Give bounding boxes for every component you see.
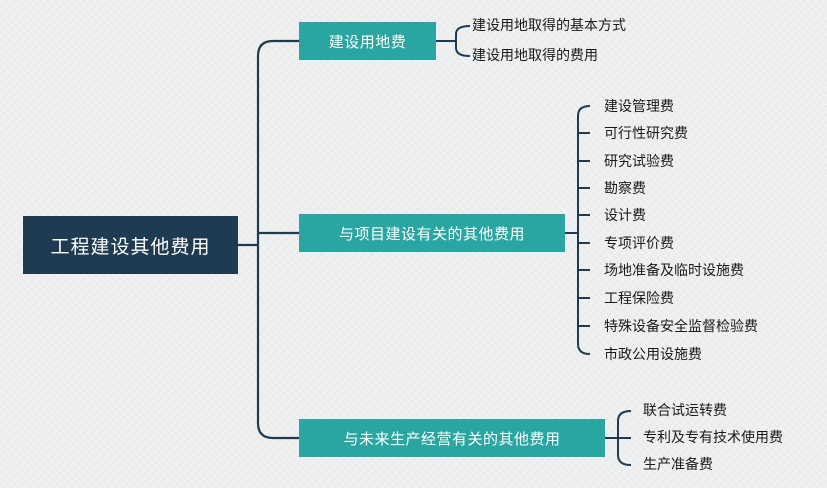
leaf-item: 研究试验费 bbox=[604, 154, 674, 170]
root-node: 工程建设其他费用 bbox=[23, 216, 238, 274]
leaf-item: 建设管理费 bbox=[604, 99, 674, 115]
branch-node-operation: 与未来生产经营有关的其他费用 bbox=[299, 419, 605, 457]
leaf-item: 可行性研究费 bbox=[604, 126, 688, 142]
branch-2-connector bbox=[565, 105, 591, 355]
leaf-item: 专利及专有技术使用费 bbox=[643, 430, 783, 446]
branch-node-construction: 与项目建设有关的其他费用 bbox=[299, 214, 565, 252]
leaf-item: 建设用地取得的基本方式 bbox=[472, 18, 626, 34]
leaf-item: 建设用地取得的费用 bbox=[472, 48, 598, 64]
leaf-item: 生产准备费 bbox=[643, 457, 713, 473]
leaf-item: 勘察费 bbox=[604, 181, 646, 197]
branch-1-connector bbox=[436, 25, 471, 57]
leaf-item: 专项评价费 bbox=[604, 236, 674, 252]
leaf-item: 联合试运转费 bbox=[643, 403, 727, 419]
leaf-item: 工程保险费 bbox=[604, 291, 674, 307]
root-connector bbox=[238, 39, 299, 440]
leaf-item: 特殊设备安全监督检验费 bbox=[604, 319, 758, 335]
leaf-item: 设计费 bbox=[604, 208, 646, 224]
leaf-item: 场地准备及临时设施费 bbox=[604, 263, 744, 279]
branch-node-land: 建设用地费 bbox=[299, 22, 436, 60]
leaf-item: 市政公用设施费 bbox=[604, 347, 702, 363]
branch-3-connector bbox=[605, 410, 632, 466]
